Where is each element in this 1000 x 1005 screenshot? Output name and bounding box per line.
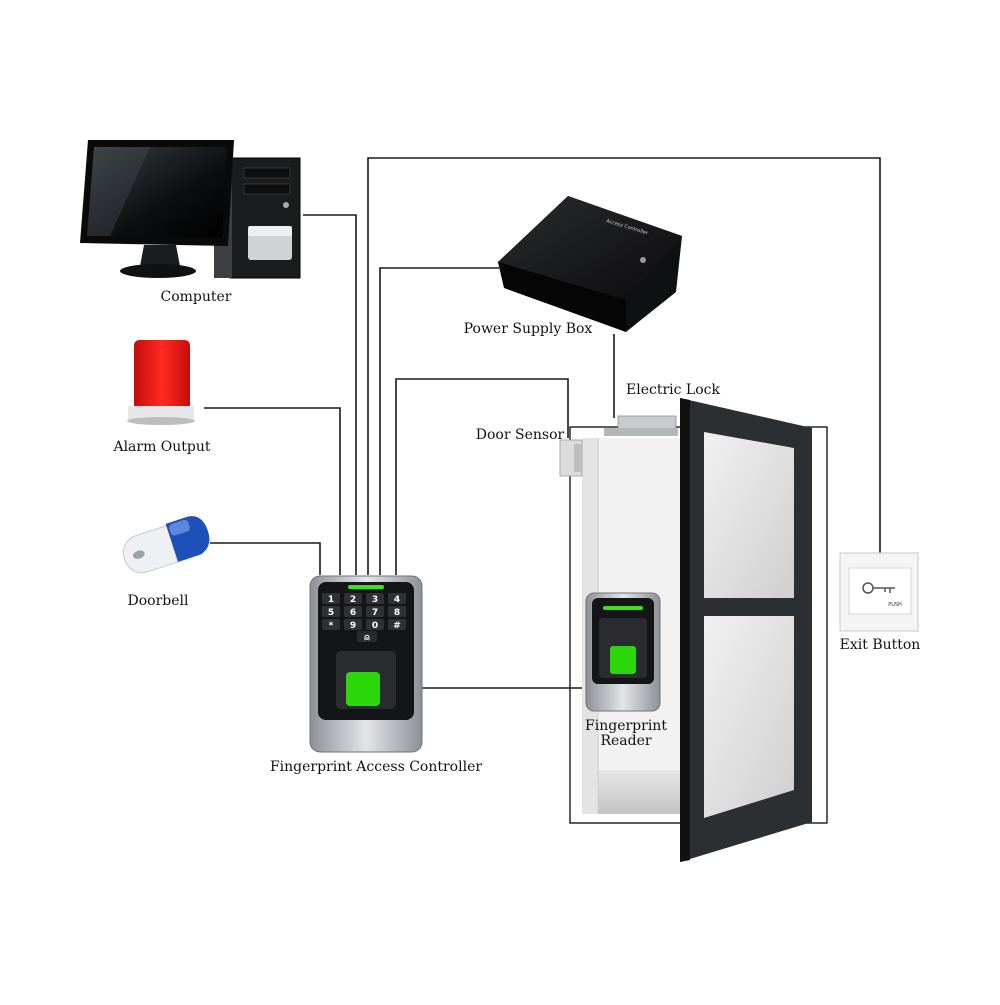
electric-lock-label: Electric Lock bbox=[626, 382, 720, 398]
fingerprint-controller-illustration: 1 2 3 4 5 6 7 8 * 9 0 # ⍝ bbox=[309, 575, 423, 753]
exit-button-illustration: PUSH bbox=[839, 552, 919, 632]
doorbell-label: Doorbell bbox=[128, 593, 189, 609]
keypad-key bbox=[388, 593, 406, 604]
power-supply-illustration: Access Controller bbox=[498, 196, 682, 332]
keypad-key bbox=[344, 606, 362, 617]
alarm-illustration bbox=[127, 340, 195, 425]
keypad-key bbox=[344, 619, 362, 630]
alarm-output-label: Alarm Output bbox=[112, 439, 210, 455]
wires bbox=[204, 157, 881, 689]
keypad-key-label: 7 bbox=[372, 608, 378, 618]
electric-lock-icon bbox=[617, 415, 677, 431]
wire-doorbell bbox=[210, 542, 321, 575]
keypad-key bbox=[322, 593, 340, 604]
keypad-key bbox=[322, 619, 340, 630]
keypad-key bbox=[322, 606, 340, 617]
keypad-key-label: 2 bbox=[350, 595, 356, 605]
wire-door-sensor bbox=[395, 378, 569, 575]
wire-exit-button bbox=[367, 157, 881, 575]
keypad-key-label: 8 bbox=[394, 608, 400, 618]
bell-key-icon: ⍝ bbox=[364, 633, 370, 643]
exit-button-label: Exit Button bbox=[840, 637, 921, 653]
keypad-key bbox=[366, 606, 384, 617]
fingerprint-reader-label-line2: Reader bbox=[600, 733, 651, 749]
door-sensor-label: Door Sensor bbox=[476, 427, 565, 443]
keypad-key-label: # bbox=[393, 621, 401, 631]
fingerprint-reader-label-line1: Fingerprint bbox=[585, 718, 667, 734]
controller-label: Fingerprint Access Controller bbox=[270, 759, 482, 775]
key-icon bbox=[862, 582, 895, 594]
keypad-key-label: 3 bbox=[372, 595, 378, 605]
keypad-key-label: 9 bbox=[350, 621, 356, 631]
keypad-key-label: 1 bbox=[328, 595, 334, 605]
fingerprint-sensor-icon bbox=[346, 672, 380, 706]
doorbell-illustration bbox=[122, 516, 210, 574]
wire-alarm bbox=[204, 407, 341, 575]
keypad-key bbox=[366, 593, 384, 604]
keypad-key-label: 0 bbox=[372, 621, 378, 631]
door-illustration bbox=[559, 398, 828, 862]
keypad-key bbox=[388, 619, 406, 630]
wire-power-supply bbox=[379, 267, 499, 575]
wire-computer bbox=[303, 214, 357, 575]
computer-label: Computer bbox=[161, 289, 232, 305]
alarm-light-icon bbox=[134, 340, 190, 406]
keypad-key-label: 5 bbox=[328, 608, 334, 618]
keypad-key-label: 4 bbox=[394, 595, 400, 605]
keypad-key bbox=[366, 619, 384, 630]
keypad-key-label: * bbox=[329, 621, 334, 631]
keypad: 1 2 3 4 5 6 7 8 * 9 0 # bbox=[322, 593, 406, 631]
exit-button-push-text: PUSH bbox=[888, 602, 902, 608]
computer-illustration bbox=[80, 140, 301, 279]
keypad-key bbox=[388, 606, 406, 617]
power-supply-label: Power Supply Box bbox=[464, 321, 593, 337]
reader-fingerprint-icon bbox=[610, 646, 636, 674]
keypad-key bbox=[344, 593, 362, 604]
keypad-key-label: 6 bbox=[350, 608, 356, 618]
